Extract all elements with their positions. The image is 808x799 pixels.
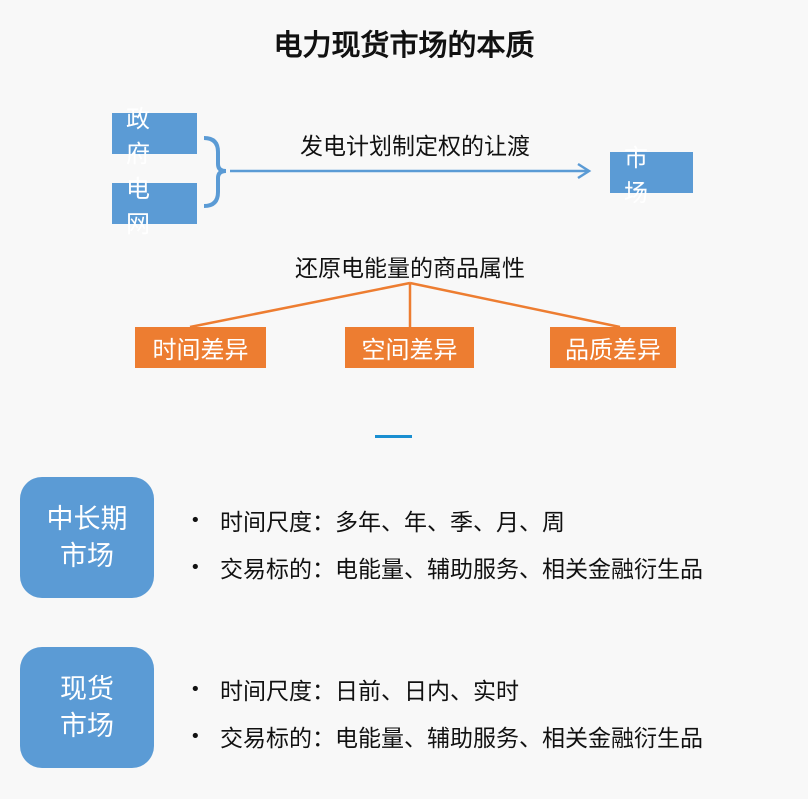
bullet-icon: •	[190, 556, 201, 578]
space-difference-box: 空间差异	[345, 327, 474, 368]
divider	[375, 435, 412, 438]
arrow-head-icon	[577, 162, 592, 180]
bullet-icon: •	[190, 509, 201, 531]
commodity-heading: 还原电能量的商品属性	[295, 256, 525, 282]
bullet-icon: •	[190, 678, 201, 700]
list-item: • 时间尺度：日前、日内、实时	[190, 672, 519, 706]
transfer-label: 发电计划制定权的让渡	[300, 134, 530, 160]
section-label: 中长期	[46, 503, 128, 535]
government-box: 政府	[112, 105, 197, 168]
list-item-text: 时间尺度：日前、日内、实时	[220, 679, 519, 705]
market-box: 市场	[610, 144, 693, 207]
tree-lines	[189, 281, 621, 329]
list-item: • 时间尺度：多年、年、季、月、周	[190, 503, 565, 537]
list-item-text: 交易标的：电能量、辅助服务、相关金融衍生品	[220, 557, 703, 583]
section-label: 现货	[60, 673, 114, 705]
list-item-text: 交易标的：电能量、辅助服务、相关金融衍生品	[220, 726, 703, 752]
bullet-icon: •	[190, 725, 201, 747]
spot-market-box: 现货 市场	[20, 647, 154, 768]
list-item: • 交易标的：电能量、辅助服务、相关金融衍生品	[190, 550, 703, 584]
brace-icon	[203, 136, 227, 208]
quality-difference-box: 品质差异	[550, 327, 676, 368]
list-item: • 交易标的：电能量、辅助服务、相关金融衍生品	[190, 719, 703, 753]
mid-long-term-market-box: 中长期 市场	[20, 477, 154, 598]
section-label: 市场	[60, 540, 114, 572]
list-item-text: 时间尺度：多年、年、季、月、周	[220, 510, 565, 536]
connectors	[189, 136, 621, 329]
page-title: 电力现货市场的本质	[273, 28, 535, 62]
grid-box: 电网	[112, 175, 197, 238]
time-difference-box: 时间差异	[135, 327, 266, 368]
section-label: 市场	[60, 710, 114, 742]
